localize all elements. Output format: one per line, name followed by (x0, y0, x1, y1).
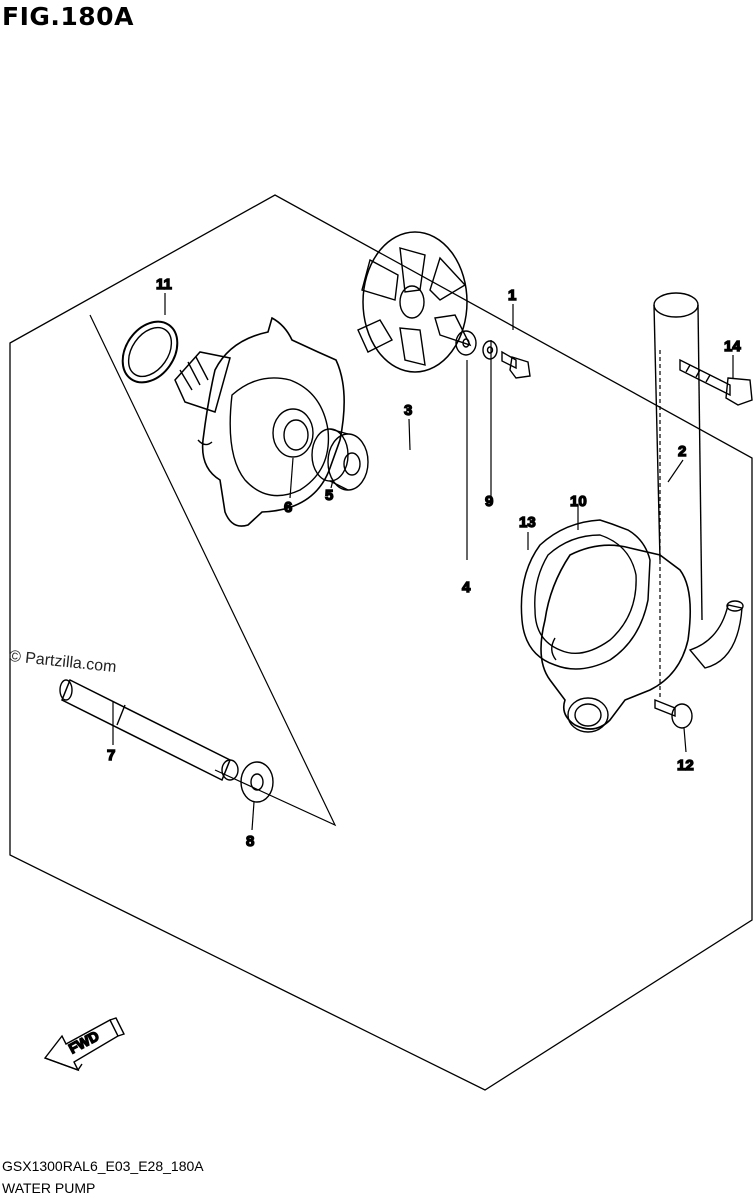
part-pump-case (174, 316, 345, 527)
fwd-arrow-icon: FWD (43, 1017, 125, 1072)
callout-5: 5 (325, 487, 333, 504)
footer-name: WATER PUMP (2, 1180, 96, 1196)
part-bolt-14 (679, 358, 753, 406)
part-o-ring (121, 320, 179, 384)
part-pipe (653, 292, 744, 669)
part-pump-body (540, 544, 692, 733)
part-shaft (59, 678, 239, 782)
callout-4: 4 (462, 579, 471, 596)
callout-9: 9 (485, 493, 493, 510)
part-screw-12 (654, 698, 693, 729)
callout-10: 10 (570, 493, 587, 510)
part-mechanical-seal (311, 428, 369, 491)
figure-title: FIG.180A (2, 2, 134, 31)
part-washer-8 (240, 761, 274, 803)
part-bolt-13 (501, 350, 531, 379)
callout-3: 3 (404, 402, 412, 419)
leader-lines (112, 293, 734, 831)
callout-13: 13 (519, 514, 536, 531)
inner-frame (89, 314, 337, 827)
part-washer-4 (455, 330, 477, 356)
footer-code: GSX1300RAL6_E03_E28_180A (2, 1158, 204, 1174)
callout-2: 2 (678, 443, 686, 460)
callout-8: 8 (246, 833, 254, 850)
callout-6: 6 (284, 499, 292, 516)
callout-14: 14 (724, 338, 741, 355)
callout-12: 12 (677, 757, 694, 774)
part-impeller (357, 231, 472, 373)
assembly-boundary (9, 194, 753, 1091)
part-washer-9 (482, 340, 498, 360)
part-gasket (520, 519, 651, 670)
callout-11: 11 (156, 276, 172, 293)
callout-7: 7 (107, 747, 115, 764)
callout-1: 1 (508, 287, 516, 304)
